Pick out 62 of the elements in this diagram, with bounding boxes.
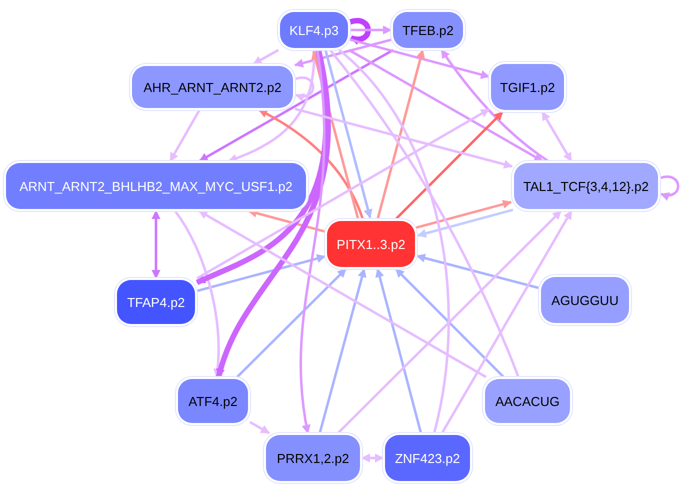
node-label: TFAP4.p2 — [127, 294, 185, 310]
arrow — [350, 26, 392, 34]
arrow — [541, 111, 572, 162]
arrow — [152, 210, 160, 279]
arrow — [440, 49, 549, 162]
gene-node — [485, 379, 570, 423]
gene-node — [132, 66, 293, 108]
arrow — [198, 210, 487, 378]
arrow — [196, 108, 490, 280]
node-label: KLF4.p3 — [289, 22, 339, 38]
arrow — [174, 210, 222, 378]
arrow — [417, 208, 514, 238]
arrow — [350, 38, 490, 79]
arrow — [300, 50, 326, 434]
arrow — [361, 454, 384, 462]
node-label: TAL1_TCF{3,4,12}.p2 — [523, 178, 649, 194]
arrow — [169, 109, 200, 162]
node-label: ATF4.p2 — [188, 394, 238, 408]
arrow — [660, 176, 680, 200]
arrow — [228, 50, 316, 162]
gene-node — [178, 379, 248, 423]
gene-node — [280, 12, 348, 48]
gene-node — [393, 12, 463, 48]
gene-node — [327, 221, 415, 267]
node-label: AHR_ARNT_ARNT2.p2 — [144, 80, 282, 94]
arrow — [375, 268, 422, 434]
arrow — [236, 268, 347, 378]
node-label: AGUGGUU — [551, 292, 619, 308]
arrow — [416, 200, 512, 229]
node-label: AACACUG — [495, 394, 560, 408]
arrow — [337, 210, 562, 434]
node-label: PITX1..3.p2 — [336, 236, 406, 252]
gene-node — [514, 163, 658, 209]
arrow — [324, 48, 372, 218]
gene-node — [491, 64, 564, 110]
gene-node — [385, 435, 470, 481]
arrow — [198, 48, 394, 162]
gene-node — [117, 280, 195, 324]
gene-node — [541, 277, 629, 323]
node-label: TGIF1.p2 — [500, 80, 555, 94]
arrow — [441, 210, 572, 434]
arrow — [196, 254, 326, 292]
arrow — [376, 49, 425, 220]
arrow — [252, 48, 280, 66]
arrow — [318, 268, 366, 434]
arrow — [216, 50, 331, 378]
arrow — [348, 48, 544, 162]
arrow — [416, 254, 540, 290]
arrow — [395, 111, 504, 220]
node-label: TFEB.p2 — [402, 22, 454, 38]
gene-node — [266, 435, 360, 481]
arrow — [258, 108, 364, 220]
node-label: ZNF423.p2 — [394, 450, 460, 466]
arrow — [294, 76, 314, 102]
node-label: ARNT_ARNT2_BHLHB2_MAX_MYC_USF1.p2 — [19, 178, 293, 194]
gene-node — [6, 163, 306, 209]
arrow — [294, 38, 392, 68]
arrow — [349, 18, 371, 44]
node-label: PRRX1,2.p2 — [276, 450, 350, 466]
arrow — [395, 268, 504, 378]
arrow — [249, 421, 270, 434]
arrow — [294, 108, 513, 169]
